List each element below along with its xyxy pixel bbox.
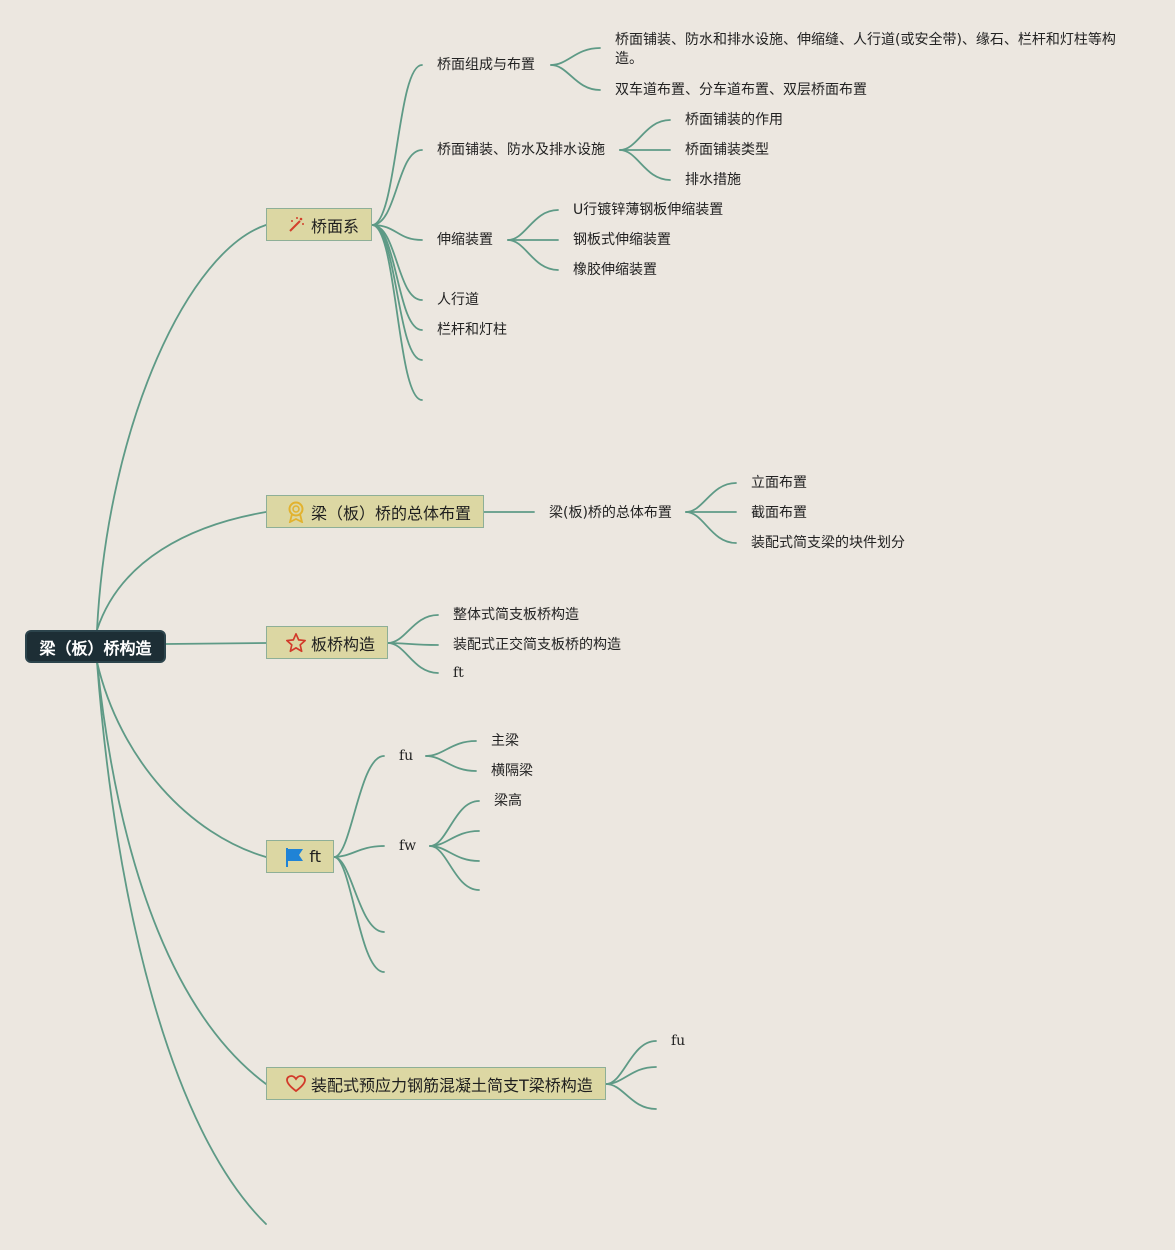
subtopic[interactable]: fu <box>399 748 414 764</box>
leaf-connector <box>429 800 480 847</box>
leaf-connector <box>425 755 477 772</box>
topic-label: 装配式预应力钢筋混凝土简支T梁桥构造 <box>311 1075 593 1095</box>
subtopic-leaf[interactable]: 装配式简支梁的块件划分 <box>751 535 905 551</box>
root-topic[interactable]: 梁（板）桥构造 <box>25 630 166 663</box>
heart-icon <box>285 1073 307 1095</box>
leaf-connector <box>429 845 480 891</box>
star-icon <box>285 632 307 654</box>
subtopic[interactable]: 伸缩装置 <box>437 232 493 248</box>
leaf-connector <box>685 511 737 544</box>
leaf-connector <box>619 149 671 181</box>
t1-connector <box>371 64 423 226</box>
subtopic-leaf[interactable]: 钢板式伸缩装置 <box>573 232 671 248</box>
subtopic[interactable]: 栏杆和灯柱 <box>437 322 507 338</box>
subtopic-leaf[interactable]: 截面布置 <box>751 505 807 521</box>
subtopic-leaf[interactable]: U行镀锌薄钢板伸缩装置 <box>573 202 724 218</box>
root-topic-label: 梁（板）桥构造 <box>39 638 152 658</box>
subtopic-leaf[interactable]: 双车道布置、分车道布置、双层桥面布置 <box>615 82 867 98</box>
root-connector <box>96 511 267 631</box>
subtopic-leaf[interactable]: 桥面铺装类型 <box>685 142 769 158</box>
t4-connector <box>333 856 385 933</box>
topic-t-beam[interactable]: 装配式预应力钢筋混凝土简支T梁桥构造 <box>266 1067 606 1100</box>
subtopic[interactable]: 整体式简支板桥构造 <box>453 607 579 623</box>
magic-wand-icon <box>285 214 307 236</box>
subtopic-leaf[interactable]: 立面布置 <box>751 475 807 491</box>
t1-connector <box>371 224 423 401</box>
topic-label: ft <box>309 847 321 866</box>
flag-icon <box>285 846 305 868</box>
root-connector <box>96 224 267 631</box>
t4-connector <box>333 845 385 858</box>
subtopic[interactable]: 人行道 <box>437 292 479 308</box>
subtopic-leaf[interactable]: 排水措施 <box>685 172 741 188</box>
t4-connector <box>333 856 385 973</box>
t5-connector <box>605 1066 657 1085</box>
subtopic[interactable]: 桥面铺装、防水及排水设施 <box>437 142 605 158</box>
t5-connector <box>605 1083 657 1110</box>
subtopic-leaf[interactable]: 橡胶伸缩装置 <box>573 262 657 278</box>
t4-connector <box>333 755 385 858</box>
subtopic[interactable]: 梁(板)桥的总体布置 <box>549 505 672 521</box>
subtopic-leaf[interactable]: 梁高 <box>494 793 522 809</box>
t3-connector <box>387 642 439 674</box>
leaf-connector <box>425 740 477 757</box>
topic-label: 梁（板）桥的总体布置 <box>310 503 471 523</box>
leaf-connector <box>550 64 601 91</box>
subtopic-leaf[interactable]: 横隔梁 <box>491 763 533 779</box>
subtopic[interactable]: fu <box>671 1033 686 1049</box>
t3-connector <box>387 614 439 644</box>
subtopic-leaf[interactable]: 桥面铺装的作用 <box>685 112 783 128</box>
topic-slab-bridge[interactable]: 板桥构造 <box>266 626 388 659</box>
subtopic-leaf[interactable]: 桥面铺装、防水和排水设施、伸缩缝、人行道(或安全带)、缘石、栏杆和灯柱等构造。 <box>615 32 1116 67</box>
topic-overall-layout[interactable]: 梁（板）桥的总体布置 <box>266 495 484 528</box>
topic-label: 板桥构造 <box>311 634 376 654</box>
leaf-connector <box>507 239 559 271</box>
subtopic[interactable]: fw <box>399 838 417 854</box>
subtopic[interactable]: 装配式正交简支板桥的构造 <box>453 637 621 653</box>
leaf-connector <box>507 209 559 241</box>
t1-connector <box>371 224 423 361</box>
award-medal-icon <box>285 501 307 523</box>
root-connector <box>96 661 267 1225</box>
t1-connector <box>371 149 423 226</box>
leaf-connector <box>550 47 601 66</box>
subtopic[interactable]: 桥面组成与布置 <box>437 57 535 73</box>
leaf-connector <box>619 119 671 151</box>
root-connector <box>96 661 267 1085</box>
t1-connector <box>371 224 423 241</box>
subtopic-leaf[interactable]: 主梁 <box>491 733 519 749</box>
topic-bridge-deck[interactable]: 桥面系 <box>266 208 372 241</box>
root-connector <box>96 661 267 858</box>
root-connector <box>165 642 267 645</box>
leaf-connector <box>685 482 737 513</box>
subtopic[interactable]: ft <box>453 665 464 681</box>
t5-connector <box>605 1040 657 1085</box>
topic-label: 桥面系 <box>310 216 359 236</box>
topic-ft[interactable]: ft <box>266 840 334 873</box>
